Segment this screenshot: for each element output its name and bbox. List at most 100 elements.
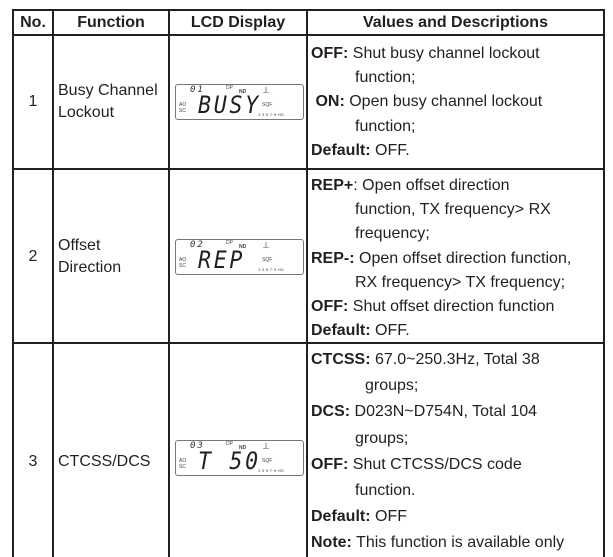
row-2-number: 2 (28, 248, 38, 265)
desc-line: function; (311, 66, 606, 90)
desc-text: OFF. (370, 322, 410, 340)
desc-line: Default: OFF. (311, 139, 606, 163)
lcd-dp: DP (226, 85, 233, 91)
lcd-main-text: T 50 (198, 447, 261, 475)
function-line: Offset (58, 237, 101, 254)
lcd-signal-scale: 1·3·5·7·9·HD (258, 468, 284, 473)
desc-text: OFF (370, 508, 407, 526)
lcd-main-text: REP (198, 246, 246, 274)
desc-line: function, TX frequency> RX (311, 198, 606, 222)
lcd-signal-scale: 1·3·5·7·9·HD (258, 267, 284, 272)
lcd-signal-scale: 1·3·5·7·9·HD (258, 112, 284, 117)
lcd-channel: 01 (190, 85, 205, 95)
desc-text: function. (355, 482, 416, 500)
row-3-function: CTCSS/DCS (58, 450, 168, 474)
desc-text: groups; (365, 377, 419, 395)
desc-text: function; (355, 69, 416, 87)
col-border-right (603, 9, 605, 557)
desc-text: Shut offset direction function (348, 298, 555, 316)
desc-key: Default: (311, 322, 371, 340)
row-1-bottom-border (12, 168, 605, 170)
desc-line: RX frequency> TX frequency; (311, 271, 606, 295)
desc-line: groups; (311, 427, 606, 451)
desc-text: Open offset direction function, (354, 249, 572, 267)
desc-key: REP+ (311, 177, 354, 194)
desc-key: REP-: (311, 249, 355, 267)
function-line: CTCSS/DCS (58, 453, 151, 470)
row-1-number: 1 (28, 93, 38, 110)
desc-line: OFF: Shut CTCSS/DCS code (311, 453, 606, 477)
desc-key: OFF: (311, 45, 349, 62)
desc-line: OFF: Shut offset direction function (311, 295, 606, 319)
header-no: No. (20, 14, 46, 31)
col-border-function (168, 9, 170, 557)
desc-text: OFF. (370, 141, 410, 159)
row-2-function: Offset Direction (58, 234, 168, 280)
row-3-description: CTCSS: 67.0~250.3Hz, Total 38 groups; DC… (311, 348, 606, 556)
desc-text: Open busy channel lockout (344, 93, 543, 111)
desc-key: DCS: (311, 403, 351, 421)
desc-text: function; (355, 117, 416, 135)
lcd-sqf: SQF (262, 257, 273, 263)
desc-line: CTCSS: 67.0~250.3Hz, Total 38 (311, 348, 606, 372)
desc-line: REP+: Open offset direction (311, 174, 606, 198)
desc-text: This function is available only (351, 534, 565, 552)
desc-text: Shut CTCSS/DCS code (348, 455, 522, 473)
col-border-left (12, 9, 14, 557)
lcd-sc: SC (179, 263, 186, 269)
lcd-sc: SC (179, 108, 186, 114)
lcd-nd: ND (239, 244, 247, 250)
antenna-icon: ⟂ (263, 441, 270, 451)
lcd-ao: AO (179, 458, 187, 464)
desc-line: Default: OFF. (311, 319, 606, 343)
desc-line: function; (311, 115, 606, 139)
desc-key: Note: (311, 534, 352, 552)
desc-line: Default: OFF (311, 505, 606, 529)
lcd-sqf: SQF (262, 458, 273, 464)
row-2-bottom-border (12, 342, 605, 344)
lcd-nd: ND (239, 89, 247, 95)
lcd-dp: DP (226, 441, 233, 447)
desc-line: ON: Open busy channel lockout (311, 90, 606, 114)
lcd-ao: AO (179, 257, 187, 263)
desc-key: CTCSS: (311, 351, 371, 368)
lcd-dp: DP (226, 240, 233, 246)
table-top-border (12, 9, 605, 11)
header-values-descriptions: Values and Descriptions (363, 14, 548, 31)
desc-line: groups; (311, 374, 606, 398)
desc-key: Default: (311, 141, 371, 159)
desc-key: OFF: (311, 298, 349, 316)
function-line: Lockout (58, 104, 115, 121)
row-1-function: Busy Channel Lockout (58, 79, 168, 125)
desc-text: frequency; (355, 225, 430, 243)
row-3-number: 3 (28, 453, 38, 470)
lcd-nd: ND (239, 445, 247, 451)
lcd-channel: 03 (190, 441, 205, 451)
lcd-sqf: SQF (262, 102, 273, 108)
antenna-icon: ⟂ (263, 85, 270, 95)
desc-text: function, TX frequency> RX (355, 201, 551, 219)
desc-line: function. (311, 479, 606, 503)
desc-key: OFF: (311, 455, 349, 473)
header-lcd-display: LCD Display (190, 14, 286, 31)
desc-text: RX frequency> TX frequency; (355, 273, 566, 291)
desc-text: Shut busy channel lockout (348, 45, 540, 62)
antenna-icon: ⟂ (263, 240, 270, 250)
desc-key: Default: (311, 508, 371, 526)
col-border-lcd (306, 9, 308, 557)
desc-text: : Open offset direction (353, 177, 510, 194)
desc-line: DCS: D023N~D754N, Total 104 (311, 400, 606, 424)
lcd-sc: SC (179, 464, 186, 470)
lcd-ao: AO (179, 102, 187, 108)
lcd-channel: 02 (190, 240, 205, 250)
row-2-description: REP+: Open offset direction function, TX… (311, 174, 606, 343)
desc-line: OFF: Shut busy channel lockout (311, 42, 606, 66)
header-bottom-border (12, 34, 605, 36)
lcd-main-text: BUSY (198, 91, 261, 119)
